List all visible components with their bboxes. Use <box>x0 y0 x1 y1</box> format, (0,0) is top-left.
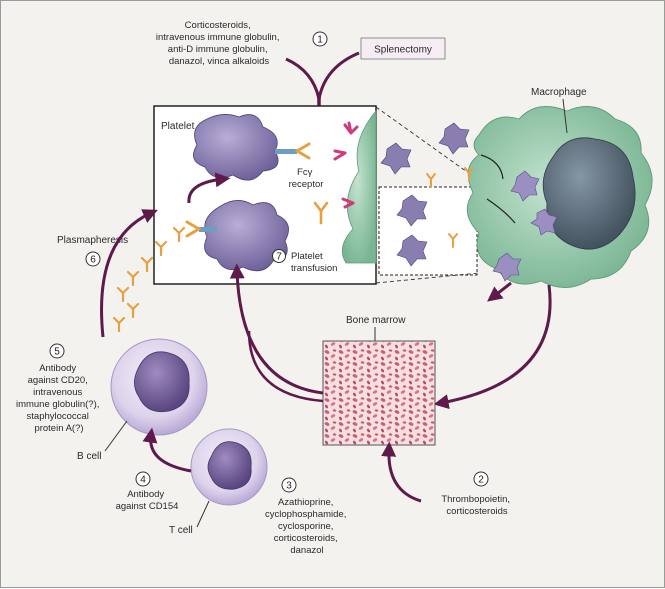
free-platelet-3 <box>396 194 428 227</box>
platelet-panel: Platelet Fcγ receptor 7 Platelet transfu… <box>153 105 377 285</box>
t-cell-nucleus <box>207 441 252 490</box>
engulfed-platelet-1 <box>510 170 540 202</box>
fc-receptor-3 <box>333 149 347 161</box>
transfusion-arrow <box>187 172 231 204</box>
platelet-transfusion-label: Platelet transfusion <box>291 251 337 274</box>
free-platelet-2 <box>438 122 470 155</box>
bone-marrow-label: Bone marrow <box>346 315 406 326</box>
platelet-lower <box>204 200 289 272</box>
stream-antibody-3 <box>140 256 154 273</box>
step-5-text: Antibody against CD20, intravenous immun… <box>16 363 102 434</box>
zoom-inset-frame <box>378 186 478 276</box>
marrow-to-panel-arrow <box>229 263 324 395</box>
step-2-text: Thrombopoietin, corticosteroids <box>441 494 512 517</box>
free-platelet-1 <box>380 142 412 175</box>
engulfed-platelet-2 <box>530 208 558 236</box>
stream-antibody-7 <box>112 316 126 333</box>
step-5-number: 5 <box>54 347 60 358</box>
free-antibody-2 <box>448 233 458 248</box>
step-3-number: 3 <box>286 481 292 492</box>
step-2-number: 2 <box>478 475 484 486</box>
stream-antibody-1 <box>172 226 186 243</box>
engulfed-platelet-3 <box>492 252 522 282</box>
step-4-circle <box>135 471 151 487</box>
tcell-to-bcell-arrow <box>142 427 192 473</box>
step-7-circle <box>272 249 286 263</box>
step-7-number: 7 <box>276 252 282 263</box>
macrophage-pointer <box>562 98 568 134</box>
bone-marrow-tissue <box>322 340 436 446</box>
phagocytosis-arrow-2 <box>486 198 516 224</box>
platelet-surface-antibody-top <box>275 142 311 160</box>
step-6-group: Plasmapheresis 6 <box>57 209 158 338</box>
step-6-circle <box>85 251 101 267</box>
t-cell-pointer <box>196 500 210 528</box>
free-platelet-4 <box>396 234 428 267</box>
step-5-group: 5 Antibody against CD20, intravenous imm… <box>16 343 102 434</box>
splenectomy-box <box>360 37 446 60</box>
t-cell-label: T cell <box>169 525 193 536</box>
macrophage-down-arrow <box>487 281 512 302</box>
splenectomy-label: Splenectomy <box>374 45 432 56</box>
fc-receptor-1 <box>343 121 359 135</box>
platelet-surface-antibody-bottom <box>185 220 217 238</box>
bone-marrow-group: Bone marrow <box>229 263 436 446</box>
stream-antibody-5 <box>116 286 130 303</box>
macrophage-group: Macrophage <box>466 87 653 288</box>
fc-receptor-2 <box>341 197 355 209</box>
zoom-line-bottom <box>375 272 480 284</box>
step-1-circle <box>312 31 328 47</box>
step-2-arrow <box>381 441 422 503</box>
stream-antibody-6 <box>126 302 140 319</box>
panel-macrophage-edge <box>341 109 377 264</box>
step-2-group: 2 Thrombopoietin, corticosteroids <box>381 441 512 517</box>
zoom-line-top <box>375 106 492 190</box>
b-cell-label: B cell <box>77 451 101 462</box>
step-1-number: 1 <box>317 35 323 46</box>
step-3-circle <box>281 477 297 493</box>
fc-receptor-label: Fcγ receptor <box>289 167 324 190</box>
step-4-number: 4 <box>140 475 146 486</box>
step-3-group: 3 Azathioprine, cyclophosphamide, cyclos… <box>265 477 349 556</box>
step-6-number: 6 <box>90 255 96 266</box>
bcell-to-panel-arrow <box>100 209 158 338</box>
platelet-upper <box>193 114 279 181</box>
b-cell-pointer <box>104 420 128 452</box>
macrophage-nucleus <box>542 137 636 250</box>
platelet-label: Platelet <box>161 121 195 132</box>
step-3-text: Azathioprine, cyclophosphamide, cyclospo… <box>265 497 349 556</box>
step-5-circle <box>49 343 65 359</box>
phagocytosis-arrow-1 <box>480 154 504 180</box>
plasmapheresis-label: Plasmapheresis <box>57 235 128 246</box>
step-1-drugs: Corticosteroids, intravenous immune glob… <box>156 20 282 67</box>
step-1-arrow-right <box>317 51 360 100</box>
free-antibody-panel <box>313 201 329 225</box>
step-1-arrow-left <box>285 57 321 100</box>
free-antibody-1 <box>426 173 436 188</box>
t-cell-group: T cell <box>142 427 268 536</box>
b-cell-nucleus <box>134 351 190 413</box>
step-4-group: 4 Antibody against CD154 <box>116 471 179 512</box>
step-2-circle <box>473 471 489 487</box>
marrow-to-panel-arrow-2 <box>247 330 324 403</box>
stream-antibody-2 <box>154 240 168 257</box>
free-platelets <box>380 122 474 267</box>
free-antibody-3 <box>464 167 474 182</box>
stream-antibody-4 <box>126 270 140 287</box>
step-4-text: Antibody against CD154 <box>116 489 179 512</box>
macrophage-label: Macrophage <box>531 87 587 98</box>
step-1-group: 1 Corticosteroids, intravenous immune gl… <box>156 20 446 132</box>
macrophage-to-marrow-arrow <box>433 284 552 410</box>
b-cell-group: B cell <box>77 338 208 462</box>
antibody-stream <box>112 226 186 333</box>
zoom-inset <box>375 106 492 284</box>
